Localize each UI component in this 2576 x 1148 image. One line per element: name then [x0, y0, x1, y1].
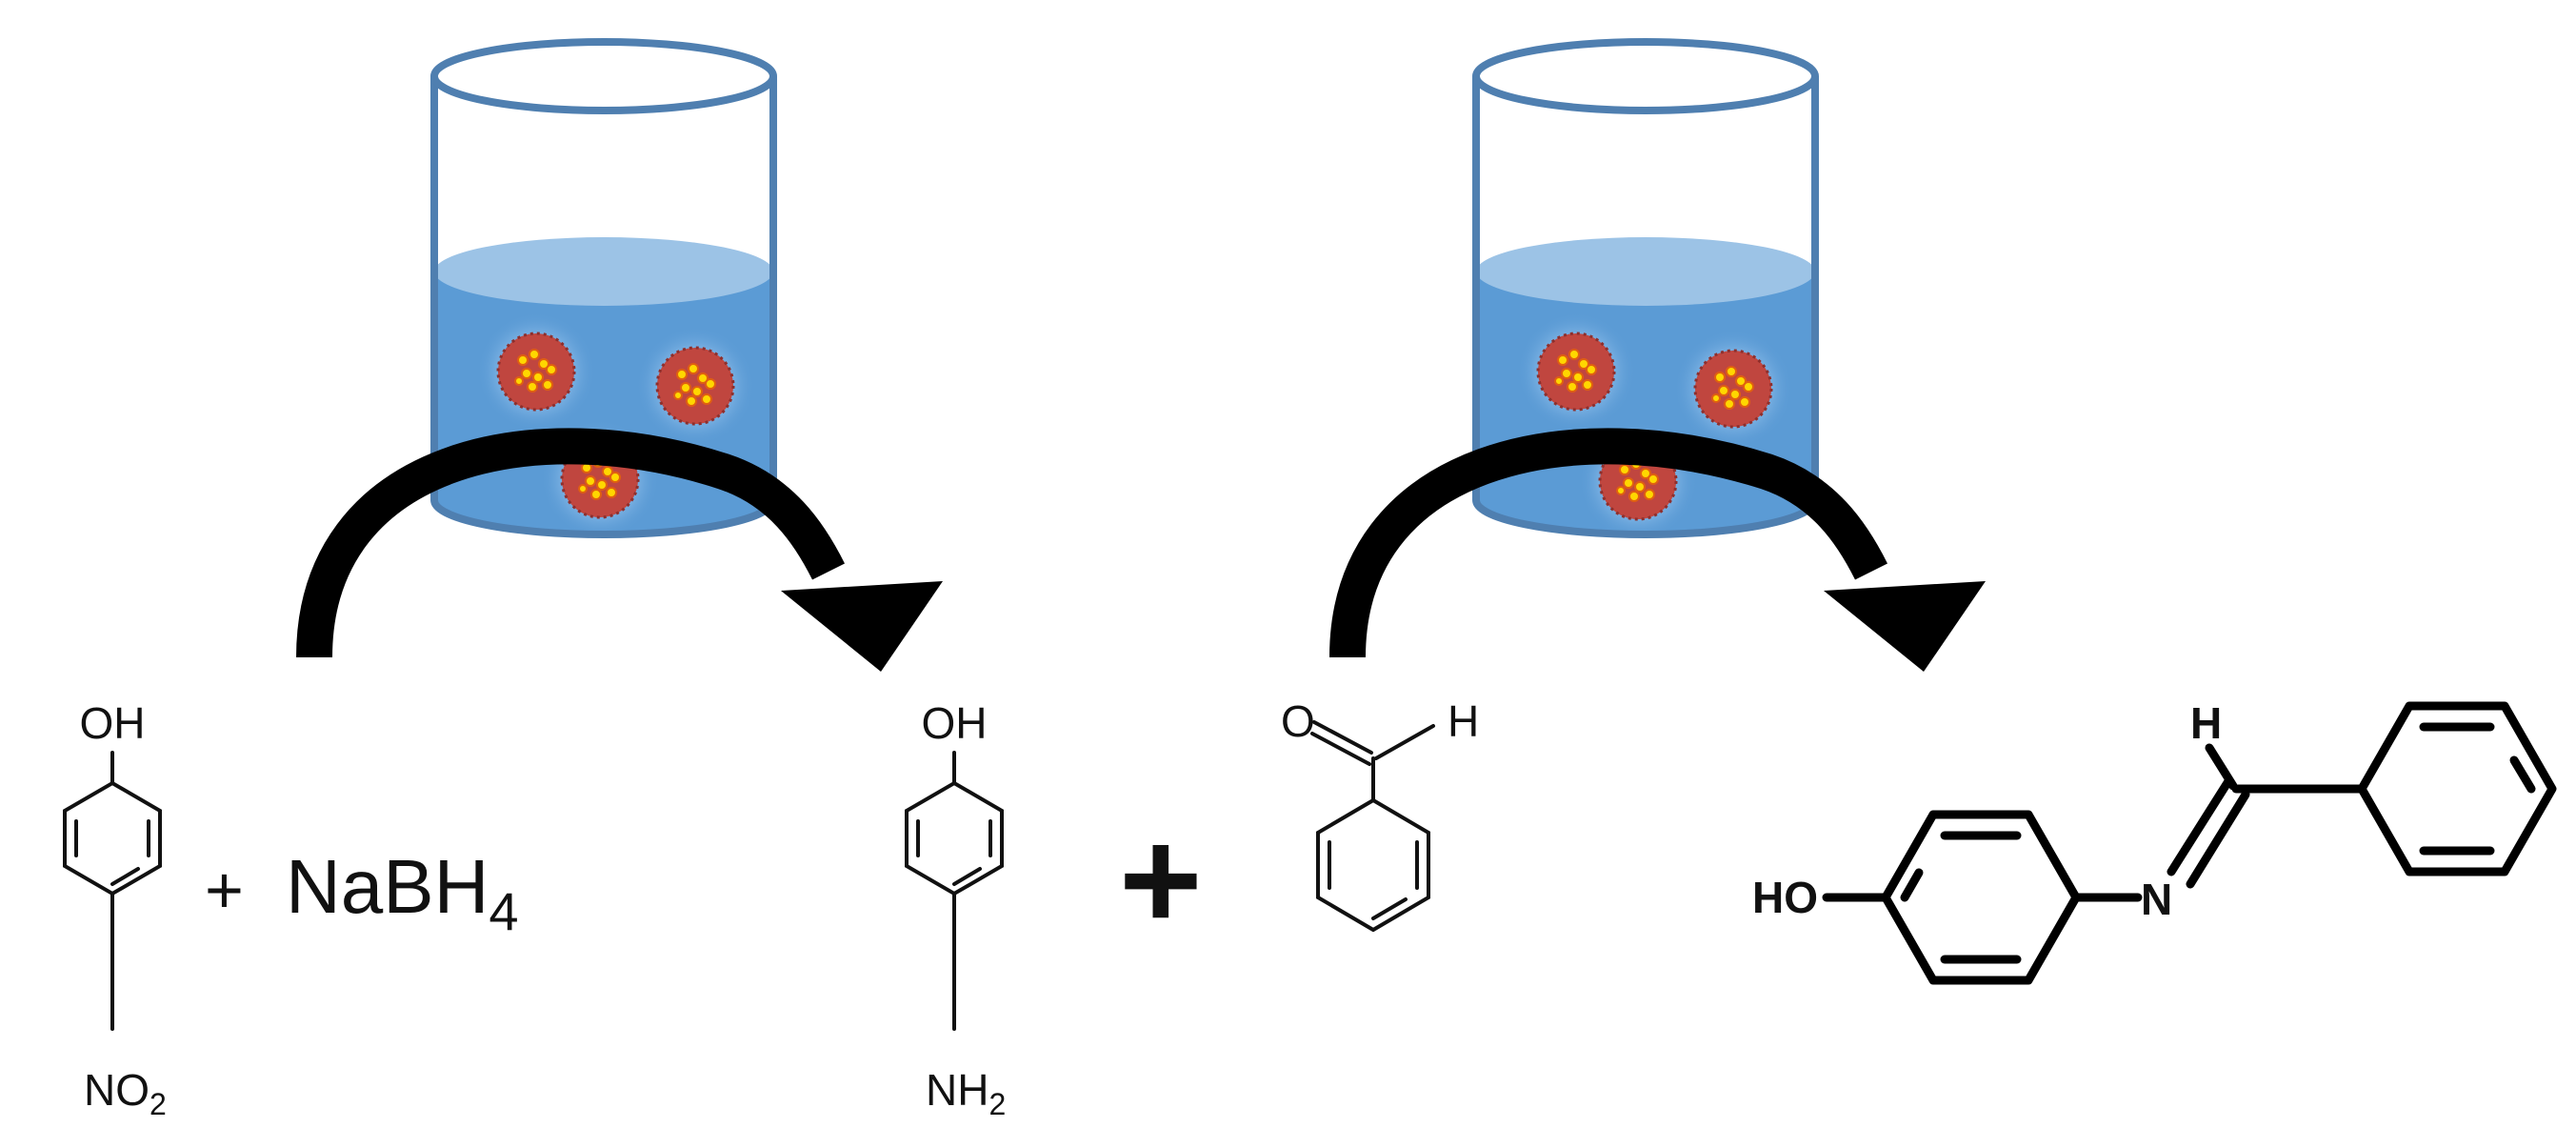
label-h: H — [2190, 698, 2222, 748]
beaker-left-outline — [430, 76, 777, 538]
catalyst-particle — [1672, 328, 1794, 450]
beaker-right-liquid-surface — [1476, 237, 1815, 306]
reaction-arrow-left — [296, 428, 943, 672]
reaction-arrow-right — [1329, 428, 1986, 672]
beaker-right-rim — [1472, 38, 1819, 114]
plus-sign: + — [205, 853, 244, 927]
catalyst-particle — [1515, 311, 1637, 433]
molecule-4-nitrophenol: OH NO2 — [63, 698, 167, 1121]
label-h: H — [1448, 696, 1479, 746]
label-nh2: NH2 — [926, 1065, 1006, 1121]
catalyst-particle — [475, 311, 597, 433]
beaker-left-rim — [430, 38, 777, 114]
label-n: N — [2141, 875, 2172, 924]
label-oh: OH — [80, 698, 146, 748]
label-ho: HO — [1752, 873, 1818, 922]
label-oh: OH — [922, 698, 988, 748]
molecule-benzaldehyde: O H — [1281, 696, 1479, 933]
molecule-imine-product: HO N H — [1752, 698, 2557, 985]
catalyst-particle — [634, 325, 756, 447]
beaker-right-outline — [1472, 76, 1819, 538]
beaker-left-liquid-surface — [434, 237, 773, 306]
molecule-4-aminophenol: OH NH2 — [905, 698, 1006, 1121]
label-o: O — [1281, 696, 1315, 746]
label-no2: NO2 — [84, 1065, 167, 1121]
reagent-nabh4: NaBH4 — [286, 844, 519, 941]
plus-sign-bold: + — [1119, 799, 1203, 959]
